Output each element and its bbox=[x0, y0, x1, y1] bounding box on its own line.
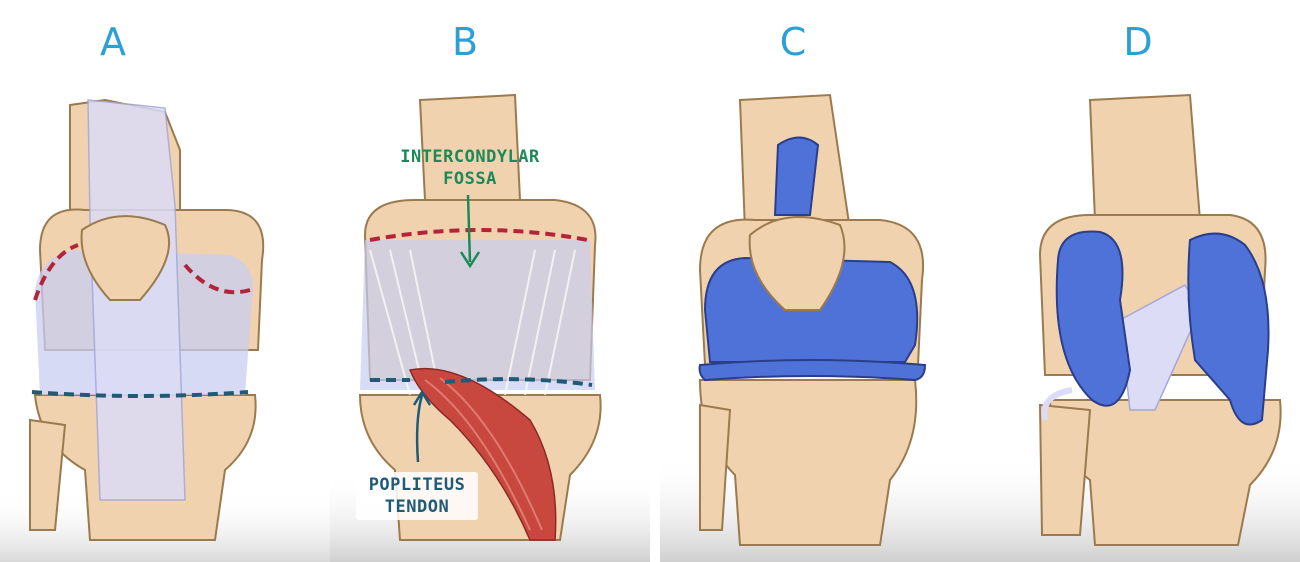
panel-c: C bbox=[660, 0, 980, 562]
knee-illustration-c bbox=[660, 0, 980, 562]
knee-illustration-d bbox=[980, 0, 1300, 562]
knee-illustration-a bbox=[0, 0, 330, 562]
panel-a: A bbox=[0, 0, 330, 562]
panel-letter-c: C bbox=[780, 20, 807, 64]
panel-letter-b: B bbox=[452, 20, 478, 64]
panel-letter-a: A bbox=[100, 20, 126, 64]
panel-b: B INTERCONDYLAR FOSSA POPLITEUS TENDON bbox=[330, 0, 650, 562]
popliteus-tendon-label: POPLITEUS TENDON bbox=[356, 472, 478, 520]
panel-d: D bbox=[980, 0, 1300, 562]
intercondylar-fossa-label: INTERCONDYLAR FOSSA bbox=[375, 146, 565, 190]
panel-letter-d: D bbox=[1123, 20, 1152, 64]
